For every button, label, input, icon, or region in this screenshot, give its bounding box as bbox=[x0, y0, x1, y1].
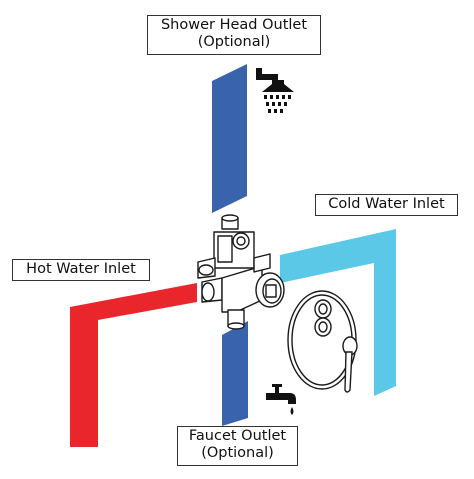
cold-water-inlet-label: Cold Water Inlet bbox=[315, 194, 458, 216]
trim-plate bbox=[287, 290, 358, 393]
faucet-outlet-label: Faucet Outlet (Optional) bbox=[177, 426, 298, 466]
faucet-outlet-title: Faucet Outlet bbox=[188, 428, 287, 444]
shower-head-outlet-title: Shower Head Outlet bbox=[160, 17, 308, 33]
lever-handle bbox=[344, 351, 353, 393]
hot-inlet-pipe bbox=[70, 283, 197, 447]
shower-head-outlet-optional: (Optional) bbox=[197, 34, 271, 50]
shower-head-outlet-label: Shower Head Outlet (Optional) bbox=[147, 15, 321, 55]
shower-outlet-pipe bbox=[212, 64, 247, 213]
cold-inlet-pipe bbox=[280, 229, 396, 396]
faucet-outlet-pipe bbox=[222, 321, 248, 426]
shower-head-icon bbox=[256, 68, 294, 113]
mixing-valve bbox=[197, 214, 285, 330]
cold-water-inlet-text: Cold Water Inlet bbox=[328, 196, 445, 212]
hot-water-inlet-text: Hot Water Inlet bbox=[26, 261, 136, 277]
faucet-outlet-optional: (Optional) bbox=[201, 445, 274, 461]
hot-water-inlet-label: Hot Water Inlet bbox=[12, 259, 150, 281]
faucet-icon bbox=[266, 384, 296, 415]
